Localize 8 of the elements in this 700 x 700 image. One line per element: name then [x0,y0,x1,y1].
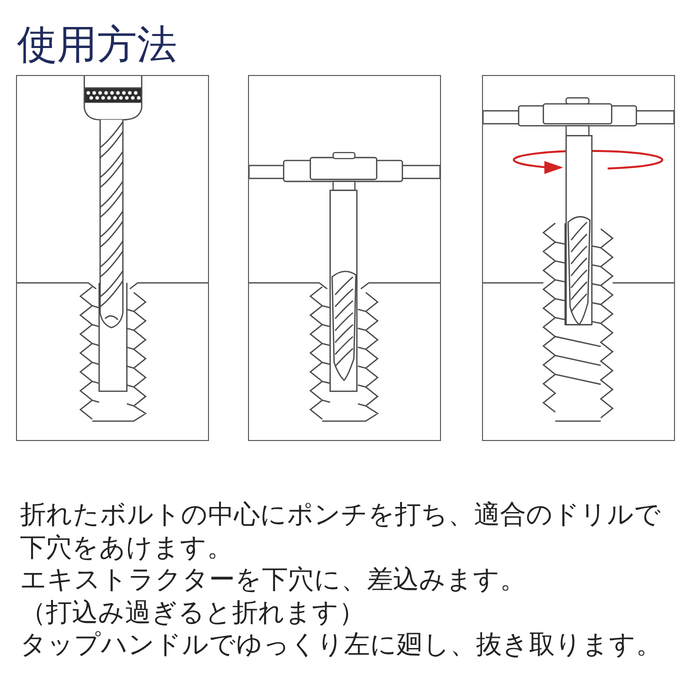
extractor-in-bolt-drawing [248,75,441,441]
extractor-turning-drawing [482,75,675,441]
instruction-text: タップハンドルでゆっくり左に廻し、抜き取ります。 [20,629,663,662]
instruction-text: （打込み過ぎると折れます） [20,596,366,629]
drill-in-bolt-drawing [16,75,209,441]
instruction-text: エキストラクターを下穴に、差込みます。 [20,564,527,596]
title: 使用方法 [17,22,177,68]
instruction-text: 折れたボルトの中心にポンチを打ち、適合のドリルで下穴をあけます。 [20,499,662,564]
